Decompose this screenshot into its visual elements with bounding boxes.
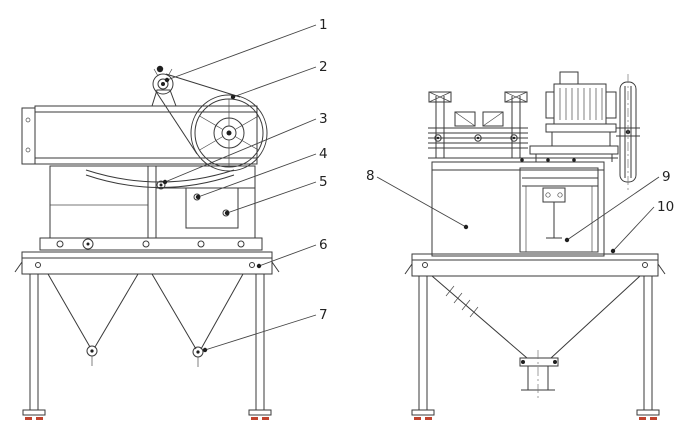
- front-base-frame: [39, 237, 263, 251]
- big-pulley: [190, 94, 268, 172]
- front-body: [21, 105, 258, 165]
- front-legs: [22, 274, 272, 420]
- callout-1-label: 1: [319, 17, 328, 33]
- callout-8: 8: [366, 168, 469, 230]
- callout-9: 9: [564, 169, 671, 243]
- callout-4: 4: [195, 146, 328, 200]
- motor-mount: [529, 123, 619, 162]
- side-legs: [411, 276, 660, 420]
- side-stand-beam: [404, 253, 666, 277]
- callout-2: 2: [230, 59, 328, 100]
- front-hopper: [47, 273, 244, 367]
- front-rocker-beam: [85, 169, 235, 190]
- motor: [545, 71, 617, 125]
- side-spring-frame: [428, 91, 528, 158]
- callout-6-label: 6: [319, 237, 328, 253]
- callout-9-label: 9: [662, 169, 671, 185]
- side-view: [404, 71, 666, 420]
- callout-3: 3: [162, 111, 328, 185]
- drive-belt: [154, 73, 241, 155]
- callout-3-label: 3: [319, 111, 328, 127]
- front-view: [14, 65, 280, 420]
- side-pulley: [616, 74, 640, 190]
- small-pulley: [151, 65, 177, 107]
- callout-10-label: 10: [657, 199, 674, 215]
- front-stand-beam: [14, 251, 280, 275]
- callout-2-label: 2: [319, 59, 328, 75]
- callout-10: 10: [610, 199, 674, 254]
- discharge-spout: [519, 350, 559, 398]
- callout-4-label: 4: [319, 146, 328, 162]
- front-mid-frame: [49, 165, 256, 239]
- callout-8-label: 8: [366, 168, 375, 184]
- callouts: 1 2 3 4 5 6 7 8: [162, 17, 674, 353]
- callout-7: 7: [202, 307, 328, 353]
- callout-5-label: 5: [319, 174, 328, 190]
- callout-7-label: 7: [319, 307, 328, 323]
- side-hopper: [431, 275, 641, 359]
- callout-5: 5: [224, 174, 328, 216]
- callout-1: 1: [164, 17, 328, 83]
- callout-6: 6: [256, 237, 328, 269]
- side-body: [428, 157, 618, 257]
